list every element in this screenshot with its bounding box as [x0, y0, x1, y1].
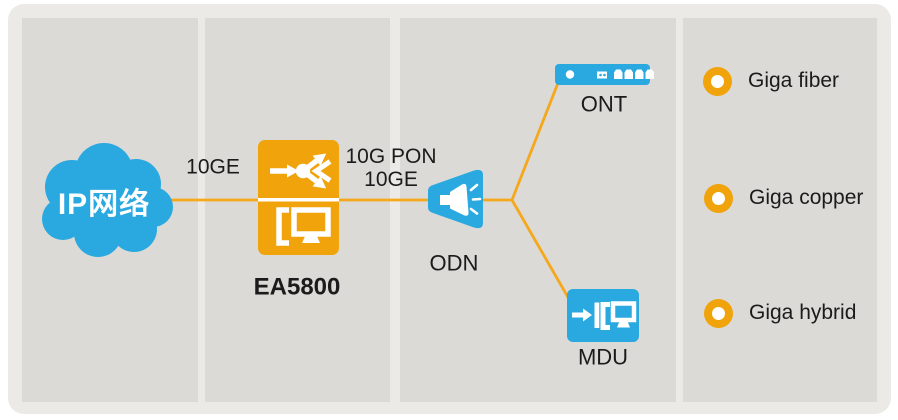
legend-bullet-icon	[704, 183, 733, 213]
legend-bullet-icon	[703, 66, 732, 96]
olt-device-icon	[258, 140, 339, 255]
link-lines	[140, 82, 571, 300]
splitter-arrows-icon	[270, 153, 332, 189]
ont-device-icon	[555, 64, 654, 85]
odn-splitter-icon	[428, 169, 483, 229]
mdu-glyphs	[572, 301, 637, 330]
legend-label: Giga fiber	[748, 69, 840, 92]
odn-speaker-glyph	[440, 183, 469, 216]
ont-ports	[597, 69, 654, 79]
legend-item-giga-copper: Giga copper	[704, 183, 864, 213]
legend-item-giga-hybrid: Giga hybrid	[704, 298, 857, 328]
odn-name-label: ODN	[429, 250, 479, 276]
pon-link-label-line1: 10G PON	[345, 145, 437, 168]
pon-link-label: 10G PON 10GE	[345, 145, 436, 191]
ip-network-label: IP网络	[57, 188, 151, 221]
ont-led-dot	[565, 70, 575, 79]
link-line-to-mdu	[510, 199, 571, 300]
legend-item-giga-fiber: Giga fiber	[703, 66, 840, 96]
mdu-name-label: MDU	[577, 344, 629, 370]
mdu-device-icon	[567, 289, 639, 342]
ont-name-label: ONT	[580, 91, 628, 117]
phone-monitor-icon	[276, 207, 331, 246]
odn-rays	[469, 183, 482, 215]
legend-bullet-icon	[704, 298, 733, 328]
legend-label: Giga copper	[749, 186, 864, 209]
olt-divider	[258, 198, 339, 202]
ip-network-cloud-icon	[42, 143, 173, 257]
pon-link-label-line2: 10GE	[364, 168, 418, 191]
uplink-speed-label: 10GE	[186, 155, 240, 179]
legend-label: Giga hybrid	[749, 301, 857, 324]
link-line-to-ont	[510, 82, 560, 201]
olt-name-label: EA5800	[253, 273, 341, 301]
